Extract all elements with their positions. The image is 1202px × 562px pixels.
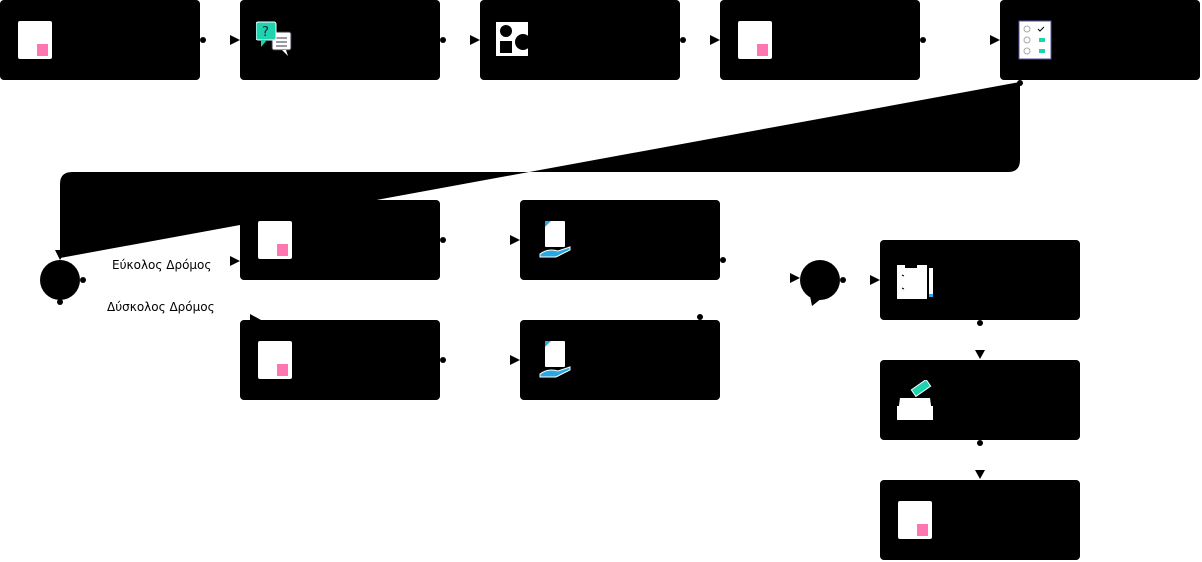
- document-hand-icon: [539, 221, 571, 258]
- branch-label-easy: Εύκολος Δρόμος: [112, 258, 212, 272]
- shapes-icon: [496, 22, 531, 56]
- step-node-easy-1[interactable]: [240, 200, 440, 280]
- document-icon: [738, 21, 772, 59]
- document-icon: [18, 21, 52, 59]
- merge-gateway: [800, 260, 840, 300]
- step-node-5[interactable]: [1000, 0, 1200, 80]
- step-node-2[interactable]: ?: [240, 0, 440, 80]
- document-icon: [258, 341, 292, 379]
- clipboard-pencil-icon: [897, 263, 933, 299]
- arrowhead: [55, 250, 66, 260]
- branch-label-hard: Δύσκολος Δρόμος: [107, 300, 215, 314]
- document-icon: [258, 221, 292, 259]
- step-node-3[interactable]: [480, 0, 680, 80]
- step-node-1[interactable]: [0, 0, 200, 80]
- checklist-icon: [1018, 20, 1052, 60]
- step-node-8[interactable]: [880, 480, 1080, 560]
- step-node-hard-2[interactable]: [520, 320, 720, 400]
- step-node-6[interactable]: [880, 240, 1080, 320]
- svg-text:?: ?: [262, 25, 269, 40]
- document-icon: [898, 501, 932, 539]
- step-node-7[interactable]: [880, 360, 1080, 440]
- step-node-hard-1[interactable]: [240, 320, 440, 400]
- question-chat-icon: ?: [256, 21, 292, 56]
- split-gateway: [40, 260, 80, 300]
- step-node-4[interactable]: [720, 0, 920, 80]
- step-node-easy-2[interactable]: [520, 200, 720, 280]
- document-hand-icon: [539, 341, 571, 378]
- ballot-box-icon: [897, 380, 933, 420]
- connection-dots: [57, 37, 1023, 446]
